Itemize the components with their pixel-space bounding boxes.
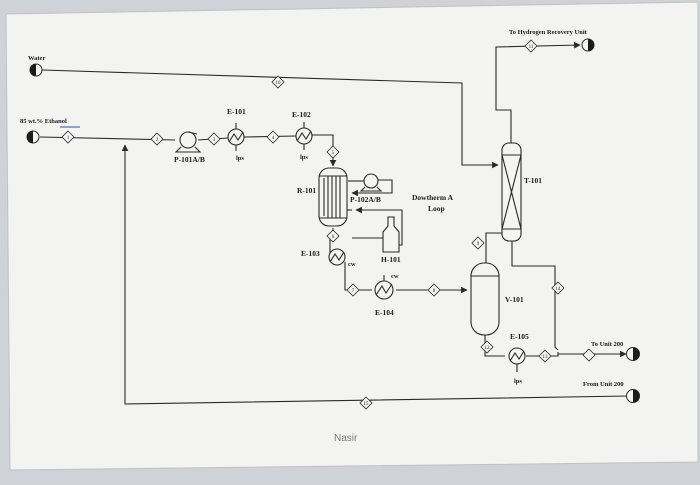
e102-tag: E-102 [292, 110, 311, 119]
dowtherm-label: Dowtherm A [412, 193, 454, 202]
stream-14-number: 14 [556, 287, 562, 292]
reactor-r101-icon [319, 168, 347, 226]
r101-tag: R-101 [297, 186, 316, 195]
to-unit-terminal-icon [627, 348, 640, 361]
stream-11-number: 11 [529, 45, 534, 50]
heat-exchanger-e103-icon [329, 249, 345, 265]
pump-p101-tag: P-101A/B [174, 155, 205, 164]
e101-tag: E-101 [227, 107, 246, 116]
stream-13-number: 13 [543, 355, 549, 360]
e103-tag: E-103 [301, 249, 320, 258]
e104-utility: cw [391, 273, 399, 280]
ethanol-feed-label: 85 wt.% Ethanol [20, 118, 67, 125]
from-unit-label: From Unit 200 [583, 381, 624, 388]
from-unit-terminal-icon [627, 390, 640, 403]
to-unit-label: To Unit 200 [591, 341, 623, 348]
feed-source-icon [27, 131, 39, 143]
t101-tag: T-101 [524, 176, 542, 185]
to-hydrogen-terminal-icon [582, 39, 594, 51]
stream-10-number: 10 [276, 81, 282, 86]
stream-15-number: 15 [364, 402, 370, 407]
vessel-v101-icon [471, 263, 499, 335]
to-hydrogen-label: To Hydrogen Recovery Unit [509, 29, 588, 36]
loop-label: Loop [428, 204, 445, 213]
e105-utility: lps [514, 378, 522, 385]
e101-utility: lps [236, 155, 244, 162]
column-t101-icon [502, 143, 521, 241]
h101-tag: H-101 [381, 255, 401, 264]
pump-p102-tag: P-102A/B [350, 195, 381, 204]
e104-tag: E-104 [375, 308, 394, 317]
signature-text: Nasir [334, 433, 358, 444]
e105-tag: E-105 [510, 332, 529, 341]
water-label: Water [28, 55, 45, 62]
v101-tag: V-101 [505, 295, 524, 304]
stream-12-number: 12 [485, 346, 491, 351]
e102-utility: lps [300, 154, 308, 161]
e103-utility: cw [348, 261, 356, 268]
water-source-icon [30, 64, 42, 76]
